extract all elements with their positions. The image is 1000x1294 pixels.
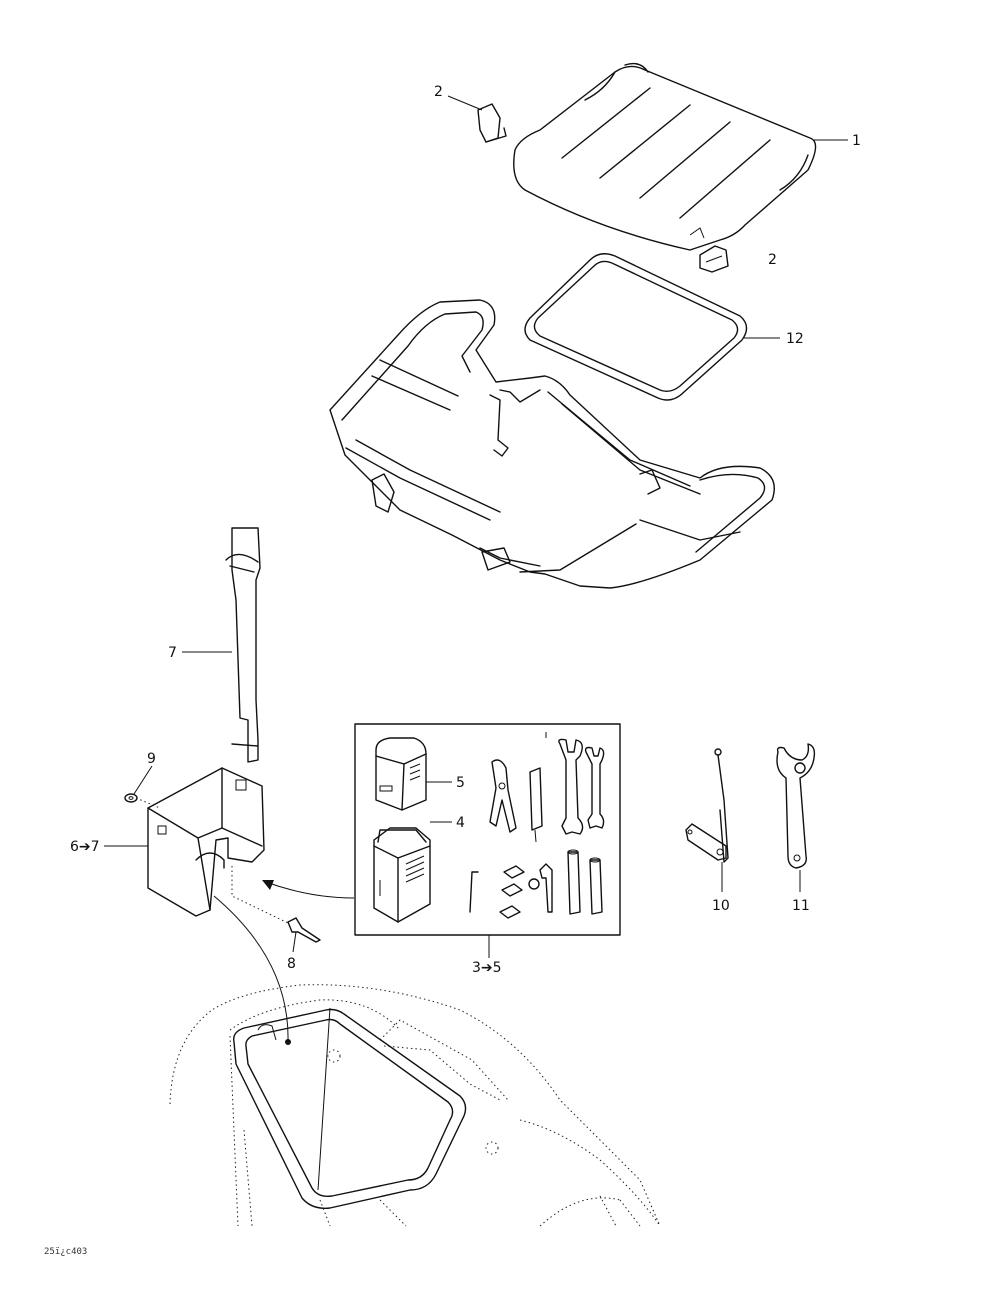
washer-part bbox=[124, 793, 138, 803]
storage-compartment bbox=[233, 1007, 467, 1209]
vehicle-body bbox=[169, 984, 661, 1227]
rack-frame-part bbox=[329, 299, 775, 589]
callout-11: 11 bbox=[792, 898, 810, 914]
seat-clip-part bbox=[477, 103, 507, 143]
screwdriver-tool bbox=[529, 767, 543, 843]
callout-2: 2 bbox=[768, 252, 777, 268]
wrench-tool bbox=[545, 732, 584, 835]
seat-clip-part bbox=[699, 245, 729, 273]
kit-placement-arrow bbox=[262, 880, 355, 899]
callout-6-7: 6➔7 bbox=[70, 839, 100, 855]
callout-12: 12 bbox=[786, 331, 804, 347]
socket-wrench-tool bbox=[589, 857, 603, 915]
drawing-code: 25ï¿c403 bbox=[44, 1247, 87, 1257]
callout-2: 2 bbox=[434, 84, 443, 100]
leader-line bbox=[447, 95, 483, 111]
callout-4: 4 bbox=[456, 815, 465, 831]
callout-3-5: 3➔5 bbox=[472, 960, 502, 976]
callout-5: 5 bbox=[456, 775, 465, 791]
tool-pouch-part bbox=[373, 827, 431, 923]
install-location-arc bbox=[213, 895, 289, 1043]
callout-8: 8 bbox=[287, 956, 296, 972]
rivet-part bbox=[287, 917, 321, 943]
seat-cover-part bbox=[513, 62, 817, 251]
tool-kit-frame bbox=[354, 723, 621, 936]
tool-pouch-cover-part bbox=[375, 737, 427, 811]
leader-line bbox=[292, 931, 297, 953]
hex-key-tool bbox=[469, 871, 479, 913]
gasket-part bbox=[524, 253, 748, 401]
fuse-puller-tool bbox=[528, 863, 553, 913]
fuse-set-tool bbox=[499, 865, 525, 919]
callout-7: 7 bbox=[168, 645, 177, 661]
leader-line bbox=[133, 765, 153, 795]
spanner-wrench-11 bbox=[776, 743, 816, 869]
mounting-line bbox=[231, 866, 291, 925]
install-point bbox=[285, 1039, 291, 1045]
spanner-tool-10 bbox=[685, 748, 729, 863]
callout-10: 10 bbox=[712, 898, 730, 914]
socket-wrench-tool bbox=[567, 849, 581, 915]
callout-1: 1 bbox=[852, 133, 861, 149]
pliers-tool bbox=[489, 759, 517, 833]
wrench-tool bbox=[584, 746, 605, 829]
tool-box-part bbox=[147, 767, 265, 917]
callout-9: 9 bbox=[147, 751, 156, 767]
strap-part bbox=[225, 527, 261, 763]
